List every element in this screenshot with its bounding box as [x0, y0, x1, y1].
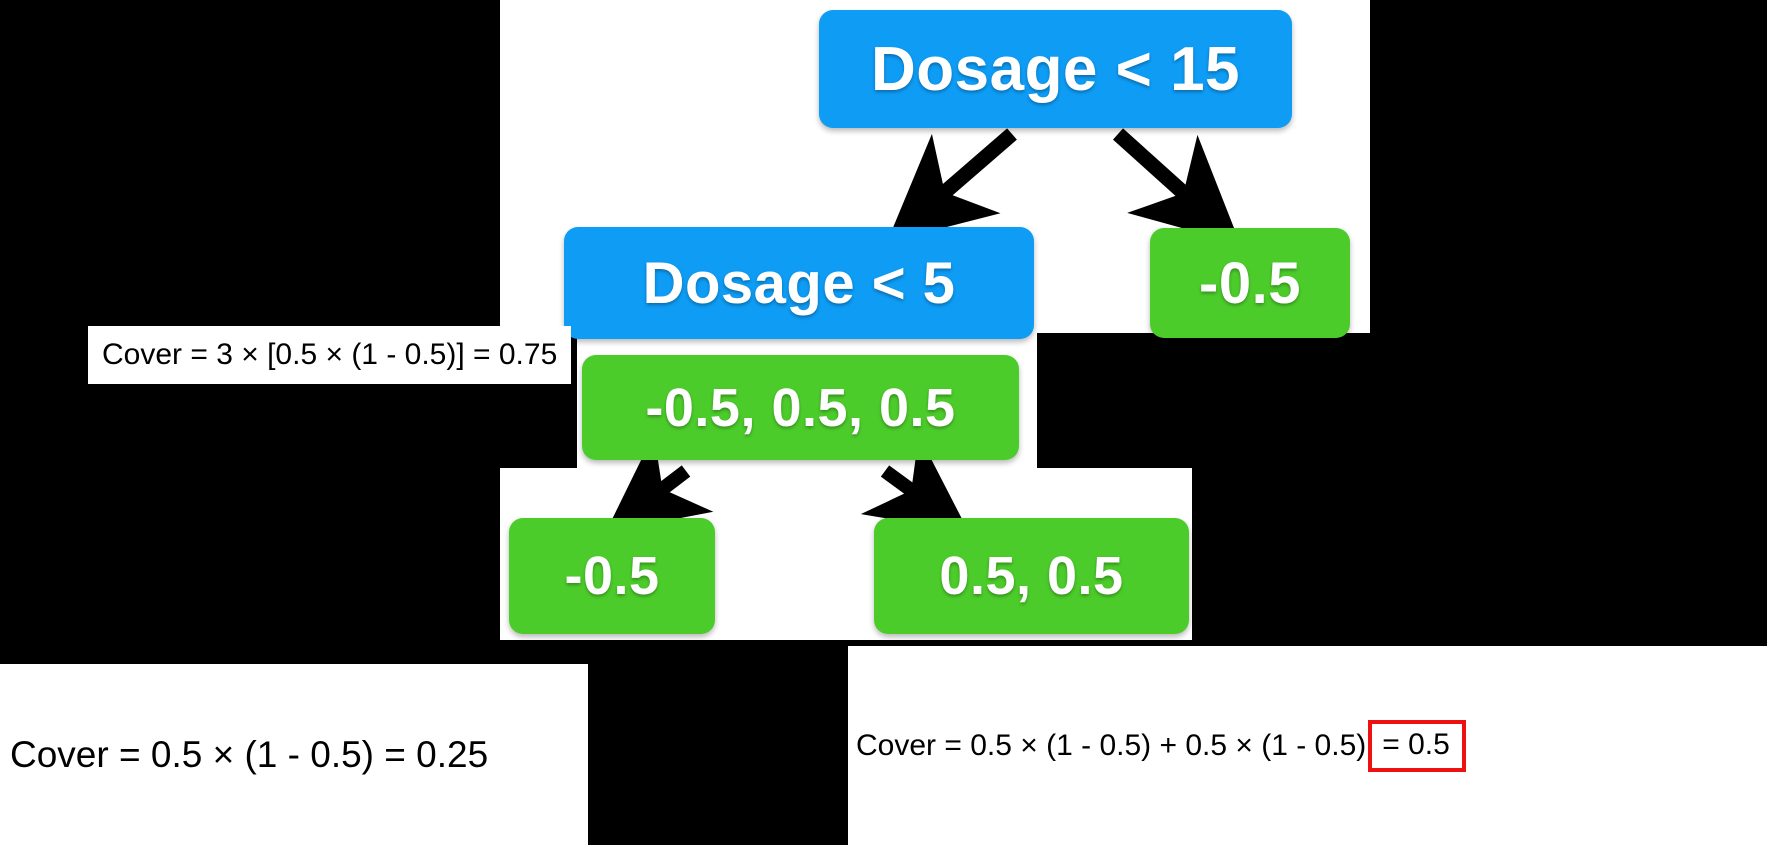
annotation-cover-middle-leaf-text: Cover = 3 × [0.5 × (1 - 0.5)] = 0.75: [102, 338, 558, 371]
tree-leaf-right-neg-0-5[interactable]: -0.5: [1150, 228, 1350, 338]
annotation-cover-bottom-right-leaf: Cover = 0.5 × (1 - 0.5) + 0.5 × (1 - 0.5…: [848, 646, 1767, 845]
annotation-cover-bottom-left-leaf-text: Cover = 0.5 × (1 - 0.5) = 0.25: [10, 733, 489, 775]
tree-node-root-dosage-lt-15[interactable]: Dosage < 15: [819, 10, 1292, 128]
tree-node-dosage-lt-5[interactable]: Dosage < 5: [564, 227, 1034, 339]
annotation-cover-bottom-left-leaf: Cover = 0.5 × (1 - 0.5) = 0.25: [0, 664, 588, 845]
annotation-highlighted-result: = 0.5: [1368, 719, 1466, 772]
annotation-cover-middle-leaf: Cover = 3 × [0.5 × (1 - 0.5)] = 0.75: [88, 326, 572, 384]
tree-leaf-bottom-right-0-5-0-5[interactable]: 0.5, 0.5: [874, 518, 1189, 634]
tree-leaf-middle-residuals[interactable]: -0.5, 0.5, 0.5: [582, 355, 1019, 460]
tree-leaf-bottom-left-neg-0-5[interactable]: -0.5: [509, 518, 715, 634]
annotation-cover-bottom-right-leaf-text: Cover = 0.5 × (1 - 0.5) + 0.5 × (1 - 0.5…: [856, 728, 1367, 762]
